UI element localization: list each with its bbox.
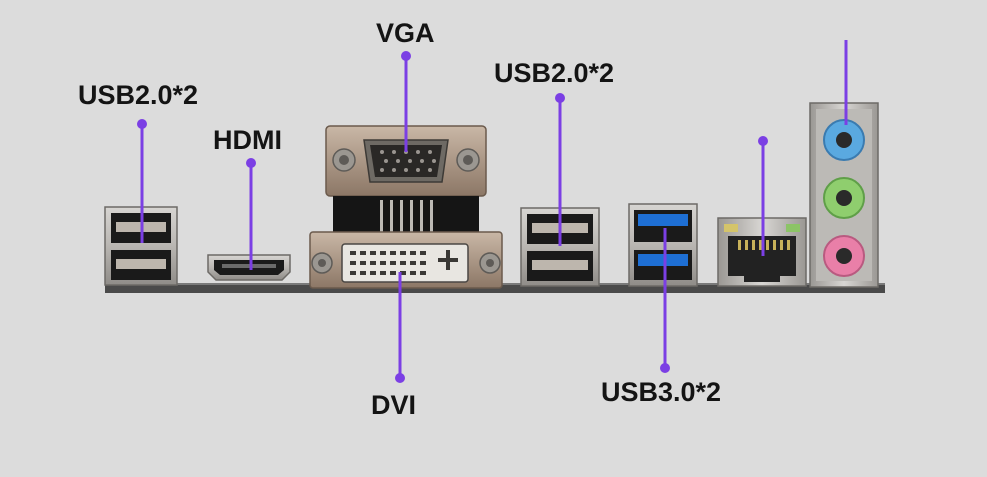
pointer-lines	[137, 40, 848, 383]
usb3-port	[628, 203, 698, 287]
dvi-port	[309, 231, 503, 289]
label-vga: VGA	[376, 18, 435, 48]
vga-riser	[333, 196, 479, 234]
label-dvi: DVI	[371, 390, 417, 420]
label-hdmi: HDMI	[213, 125, 282, 155]
label-usb3: USB3.0*2	[601, 377, 722, 407]
audio-jacks	[809, 102, 879, 288]
label-usb2-right: USB2.0*2	[494, 58, 615, 88]
vga-port	[325, 125, 487, 197]
label-usb2-left: USB2.0*2	[78, 80, 199, 110]
hdmi-port	[207, 254, 291, 281]
usb2-left-port	[104, 206, 178, 286]
